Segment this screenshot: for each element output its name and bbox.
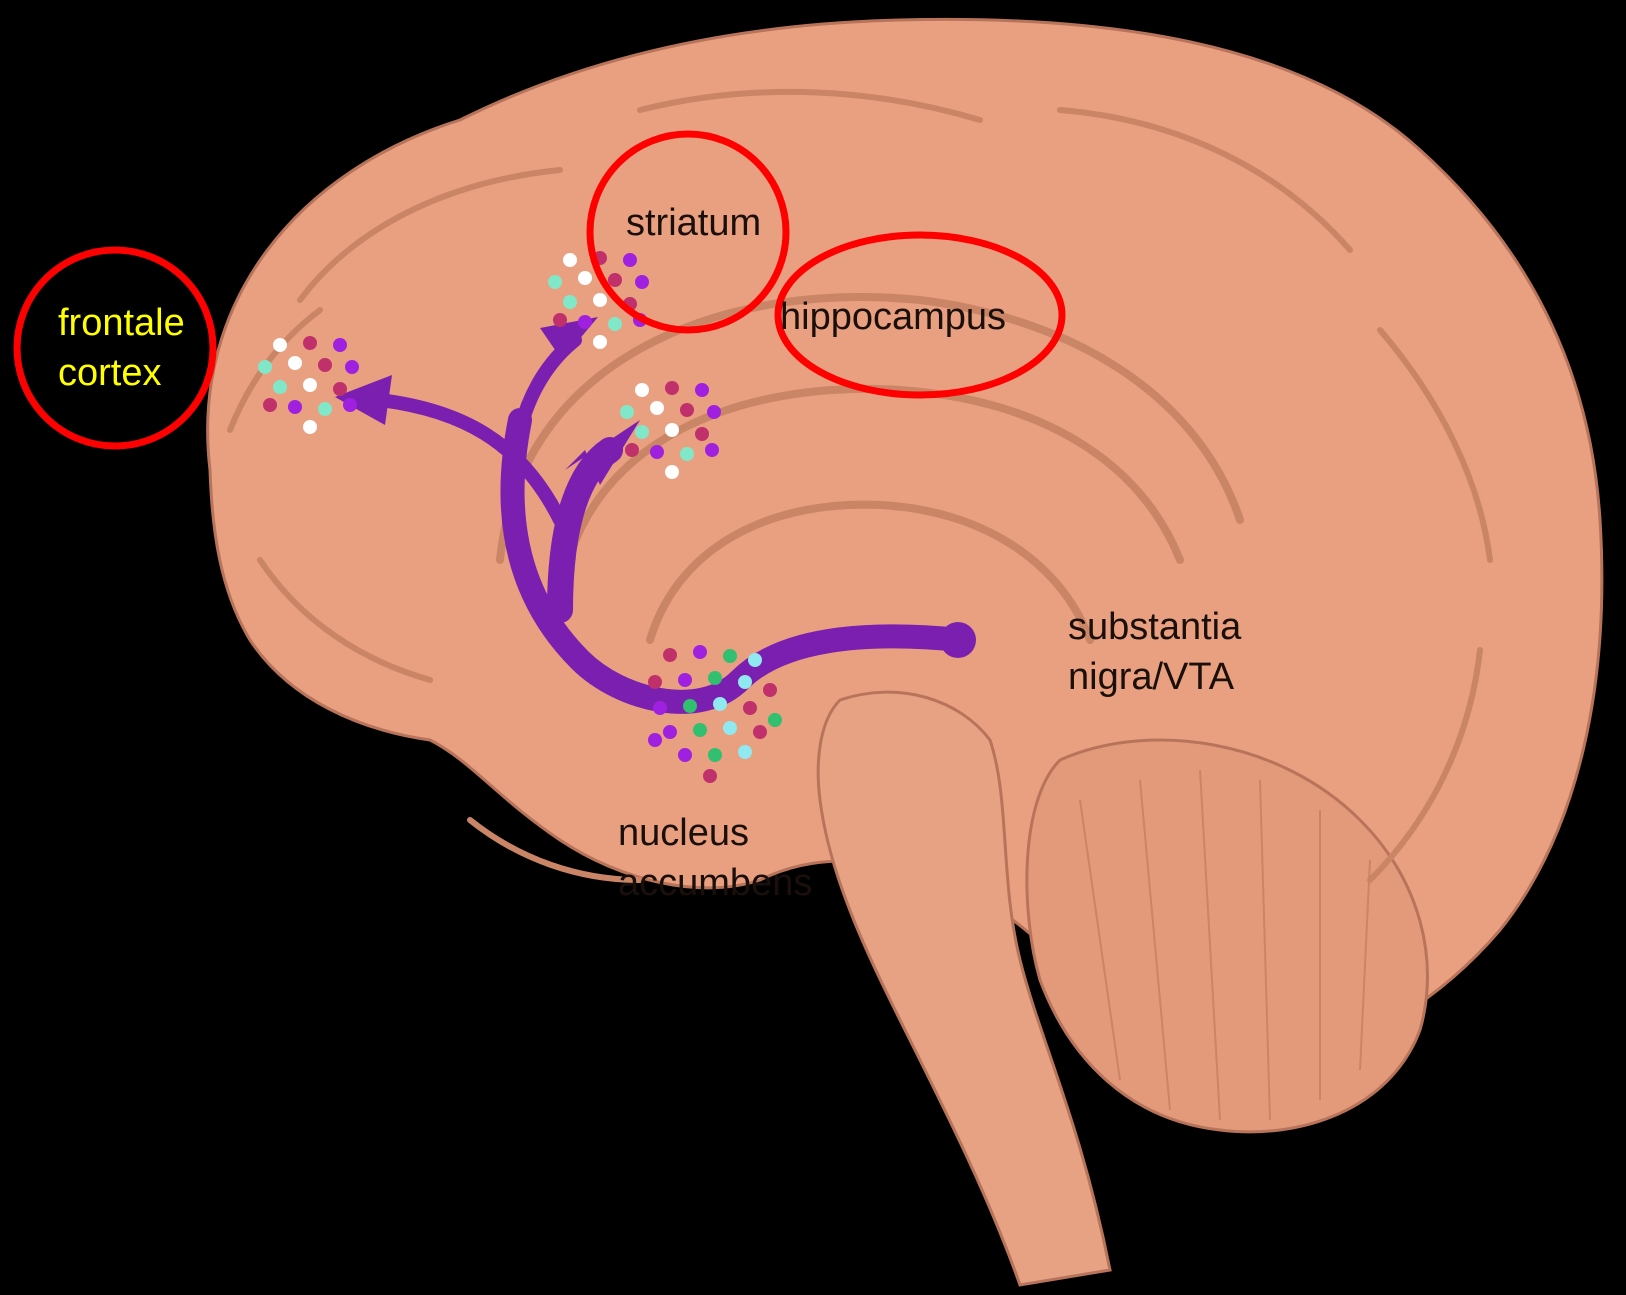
hippocampus-dot	[650, 445, 664, 459]
accumbens-dot	[723, 649, 737, 663]
accumbens-dot	[713, 697, 727, 711]
accumbens-dot	[663, 648, 677, 662]
hippocampus-dot	[635, 425, 649, 439]
hippocampus-dot	[650, 401, 664, 415]
frontal-dot	[288, 356, 302, 370]
accumbens-dot	[748, 653, 762, 667]
striatum-dot	[623, 253, 637, 267]
frontal-dot	[318, 402, 332, 416]
label-nucleus-accumbens: nucleus accumbens	[618, 808, 812, 908]
label-nucleus-accumbens-line2: accumbens	[618, 858, 812, 908]
striatum-dot	[548, 275, 562, 289]
hippocampus-dot	[665, 381, 679, 395]
label-hippocampus: hippocampus	[780, 292, 1006, 342]
label-frontal-cortex-line1: frontale	[58, 298, 185, 348]
frontal-dot	[345, 360, 359, 374]
hippocampus-dot	[680, 447, 694, 461]
accumbens-dot	[768, 713, 782, 727]
label-nucleus-accumbens-line1: nucleus	[618, 808, 812, 858]
label-substantia-nigra-line1: substantia	[1068, 602, 1241, 652]
accumbens-dot	[678, 673, 692, 687]
pathway-origin-knob	[940, 622, 976, 658]
striatum-dot	[563, 253, 577, 267]
striatum-dot	[563, 295, 577, 309]
accumbens-dot	[663, 725, 677, 739]
accumbens-dot	[648, 733, 662, 747]
hippocampus-dot	[707, 405, 721, 419]
accumbens-dot	[693, 723, 707, 737]
striatum-dot	[578, 271, 592, 285]
accumbens-dot	[753, 725, 767, 739]
striatum-dot	[553, 313, 567, 327]
hippocampus-dot	[695, 383, 709, 397]
accumbens-dot	[678, 748, 692, 762]
accumbens-dot	[648, 675, 662, 689]
hippocampus-dot	[695, 427, 709, 441]
frontal-dot	[333, 338, 347, 352]
accumbens-dot	[743, 701, 757, 715]
accumbens-dot	[693, 645, 707, 659]
striatum-dot	[635, 275, 649, 289]
accumbens-dot	[708, 671, 722, 685]
accumbens-dot	[738, 745, 752, 759]
accumbens-dot	[703, 769, 717, 783]
striatum-dot	[608, 273, 622, 287]
frontal-dot	[263, 398, 277, 412]
accumbens-dot	[683, 699, 697, 713]
frontal-dot	[303, 378, 317, 392]
frontal-dot	[343, 398, 357, 412]
frontal-dot	[303, 420, 317, 434]
hippocampus-dot	[665, 423, 679, 437]
hippocampus-dot	[705, 443, 719, 457]
frontal-dot	[273, 338, 287, 352]
frontal-dot	[318, 358, 332, 372]
label-frontal-cortex-line2: cortex	[58, 348, 185, 398]
label-substantia-nigra-line2: nigra/VTA	[1068, 652, 1241, 702]
hippocampus-dot	[625, 443, 639, 457]
hippocampus-dot	[635, 383, 649, 397]
accumbens-dot	[653, 701, 667, 715]
striatum-dot	[593, 293, 607, 307]
frontal-dot	[333, 382, 347, 396]
hippocampus-dot	[620, 405, 634, 419]
accumbens-dot	[763, 683, 777, 697]
hippocampus-dot	[680, 403, 694, 417]
striatum-dot	[578, 315, 592, 329]
accumbens-dot	[738, 675, 752, 689]
frontal-dot	[258, 360, 272, 374]
striatum-dot	[593, 335, 607, 349]
accumbens-dot	[708, 748, 722, 762]
frontal-dot	[303, 336, 317, 350]
label-striatum: striatum	[626, 198, 761, 248]
hippocampus-dot	[665, 465, 679, 479]
label-frontal-cortex: frontale cortex	[58, 298, 185, 398]
striatum-dot	[608, 317, 622, 331]
frontal-dot	[273, 380, 287, 394]
frontal-dot	[288, 400, 302, 414]
label-substantia-nigra: substantia nigra/VTA	[1068, 602, 1241, 702]
accumbens-dot	[723, 721, 737, 735]
